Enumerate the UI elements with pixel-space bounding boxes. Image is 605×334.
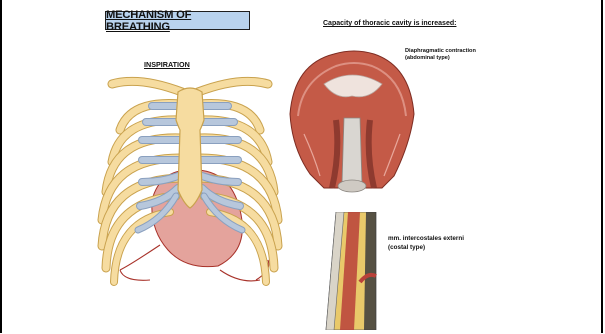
diaphragm-illustration: [284, 44, 420, 194]
ribcage-illustration: [90, 70, 290, 330]
intercostal-caption-line2: (costal type): [388, 244, 464, 253]
capacity-heading: Capacity of thoracic cavity is increased…: [323, 20, 456, 27]
inspiration-label: INSPIRATION: [144, 60, 190, 69]
slide-title: MECHANISM OF BREATHING: [106, 9, 249, 33]
title-box: MECHANISM OF BREATHING: [105, 11, 250, 30]
intercostal-caption: mm. intercostales externi (costal type): [388, 235, 464, 252]
intercostal-caption-line1: mm. intercostales externi: [388, 235, 464, 244]
sternum: [176, 88, 204, 208]
aorta-opening: [342, 118, 362, 184]
intercostal-illustration: [320, 212, 380, 330]
